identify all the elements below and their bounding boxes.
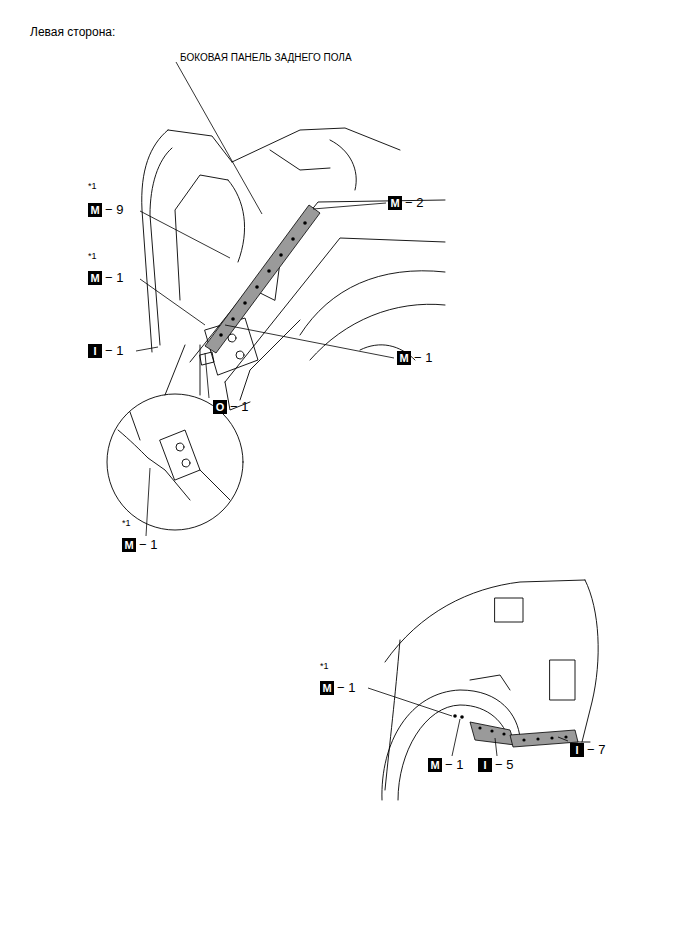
callout-number: − 1 bbox=[105, 344, 123, 358]
callout-letter: M bbox=[122, 538, 136, 552]
callout-letter: O bbox=[213, 400, 227, 414]
note-mark: *1 bbox=[320, 662, 329, 671]
callout-number: − 7 bbox=[587, 743, 605, 757]
callout-letter: M bbox=[388, 196, 402, 210]
callout-number: − 1 bbox=[337, 681, 355, 695]
part-name: БОКОВАЯ ПАНЕЛЬ ЗАДНЕГО ПОЛА bbox=[180, 53, 352, 63]
callout-number: − 1 bbox=[414, 351, 432, 365]
panel-highlight bbox=[205, 205, 320, 353]
callout-letter: M bbox=[397, 351, 411, 365]
page-title: Левая сторона: bbox=[30, 26, 115, 38]
callout-number: − 5 bbox=[495, 758, 513, 772]
note-mark: *1 bbox=[122, 519, 131, 528]
callout-number: − 2 bbox=[405, 196, 423, 210]
callout-letter: M bbox=[88, 203, 102, 217]
callout-letter: M bbox=[320, 681, 334, 695]
callout-number: − 1 bbox=[105, 271, 123, 285]
callout-letter: M bbox=[88, 271, 102, 285]
callout-number: − 1 bbox=[230, 400, 248, 414]
note-mark: *1 bbox=[88, 252, 97, 261]
callout-letter: I bbox=[88, 344, 102, 358]
callout-letter: I bbox=[478, 758, 492, 772]
leader-lines bbox=[136, 62, 568, 756]
callout-number: − 1 bbox=[139, 538, 157, 552]
callout-number: − 1 bbox=[445, 758, 463, 772]
note-mark: *1 bbox=[88, 182, 97, 191]
callout-letter: I bbox=[570, 743, 584, 757]
callout-number: − 9 bbox=[105, 203, 123, 217]
callout-letter: M bbox=[428, 758, 442, 772]
